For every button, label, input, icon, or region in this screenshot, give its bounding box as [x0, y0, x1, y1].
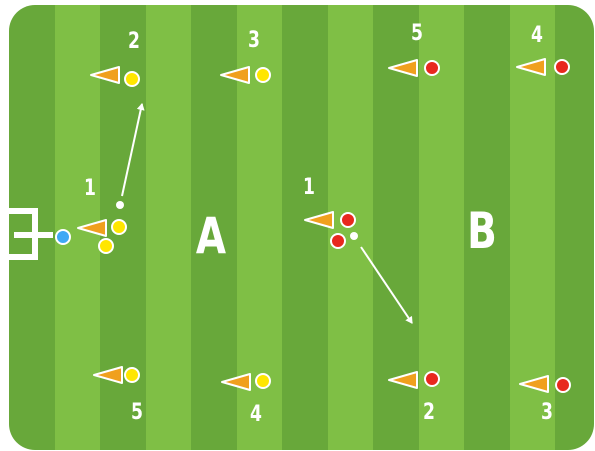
- zone-label-b: B: [467, 206, 497, 256]
- player-icon: [125, 368, 139, 382]
- player-number: 5: [411, 23, 423, 45]
- player-number: 1: [84, 178, 96, 200]
- player-icon: [112, 220, 126, 234]
- player-icon: [425, 372, 439, 386]
- cone-icon: [517, 59, 545, 75]
- cone-icon: [222, 374, 250, 390]
- cone-icon: [221, 67, 249, 83]
- player-icon: [556, 378, 570, 392]
- cone-icon: [305, 212, 333, 228]
- player-icon: [425, 61, 439, 75]
- cone-icon: [520, 376, 548, 392]
- ball-icon: [116, 201, 124, 209]
- goal-post-icon: [9, 211, 53, 257]
- player-number: 3: [541, 402, 553, 424]
- ball-icon: [350, 232, 358, 240]
- pass-arrow-icon: [122, 104, 142, 196]
- player-icon: [256, 68, 270, 82]
- player-icon: [341, 213, 355, 227]
- cone-icon: [78, 220, 106, 236]
- player-icon: [555, 60, 569, 74]
- player-icon: [256, 374, 270, 388]
- zone-label-a: A: [196, 211, 226, 261]
- player-number: 2: [128, 31, 140, 53]
- cone-icon: [389, 372, 417, 388]
- player-number: 1: [303, 177, 315, 199]
- player-number: 2: [423, 402, 435, 424]
- player-number: 3: [248, 30, 260, 52]
- player-number: 4: [250, 404, 262, 426]
- player-icon: [125, 72, 139, 86]
- player-number: 4: [531, 25, 543, 47]
- cone-icon: [91, 67, 119, 83]
- player-icon: [99, 239, 113, 253]
- pass-arrow-icon: [361, 247, 412, 323]
- player-icon: [56, 230, 70, 244]
- player-icon: [331, 234, 345, 248]
- cone-icon: [94, 367, 122, 383]
- cone-icon: [389, 60, 417, 76]
- player-number: 5: [131, 402, 143, 424]
